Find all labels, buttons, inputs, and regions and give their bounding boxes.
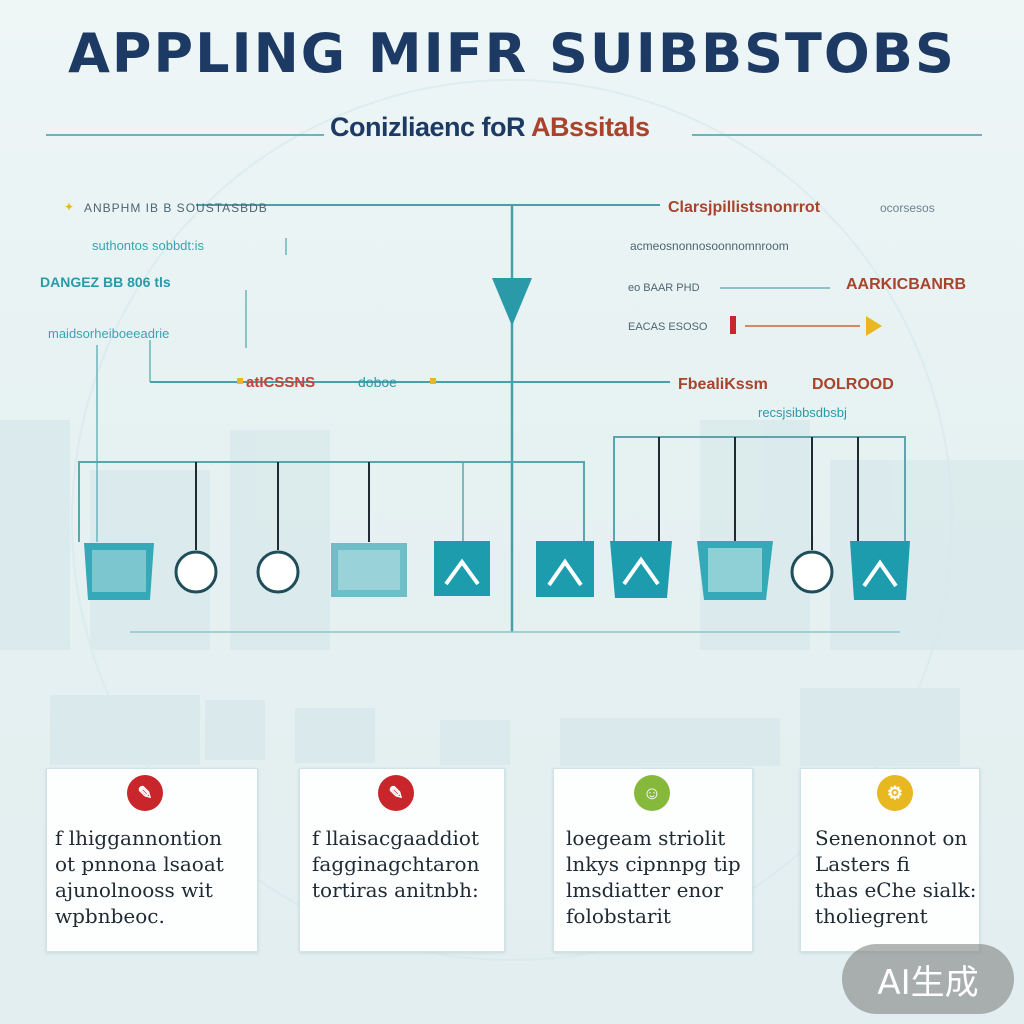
left-label-4: maidsorheiboeeadrie [48, 326, 169, 341]
info-card-3: ☺ loegeam striolit lnkys cipnnpg tip lms… [553, 768, 753, 952]
image-node-3 [697, 541, 773, 600]
center-label-red: atICSSNS [246, 374, 315, 391]
right-label-1: Clarsjpillistsnonrrot [668, 199, 821, 216]
person-icon: ☺ [634, 775, 670, 811]
left-label-2: suthontos sobbdt:is [92, 238, 205, 253]
subtitle: Conizliaenc foR ABssitals [330, 112, 650, 143]
watermark-badge: AI生成 [842, 944, 1014, 1014]
chevron-node-4 [850, 541, 910, 600]
gear-icon: ⚙ [877, 775, 913, 811]
info-card-2: ✎ f llaisacgaaddiot fagginagchtaron tort… [299, 768, 505, 952]
chevron-node-1 [434, 541, 490, 596]
card-text-3: loegeam striolit lnkys cipnnpg tip lmsdi… [566, 826, 741, 928]
alert-icon: ✎ [378, 775, 414, 811]
center-label-teal: doboe [358, 374, 397, 390]
circle-node-2 [256, 550, 300, 594]
info-card-1: ✎ f lhiggannontion ot pnnona lsaoat ajun… [46, 768, 258, 952]
right-label-5a: FbealiKssm [678, 376, 768, 393]
right-label-4: EACAS ESOSO [628, 321, 708, 333]
chevron-node-3 [610, 541, 672, 598]
image-node-1 [84, 543, 154, 600]
info-card-4: ⚙ Senenonnot on Lasters fi thas eChe sia… [800, 768, 980, 952]
right-label-3: AARKICBANRB [846, 276, 966, 293]
right-label-1-extra: ocorsesos [880, 201, 935, 215]
left-bracket [78, 461, 585, 542]
right-label-2: acmeosnonnosoonnomnroom [630, 239, 789, 253]
circle-node-3 [790, 550, 834, 594]
right-label-3-small: eo BAAR PHD [628, 282, 700, 294]
right-label-5b: DOLROOD [812, 376, 894, 393]
right-label-6: recsjsibbsdbsbj [758, 405, 847, 420]
subtitle-rule-right [692, 134, 982, 136]
circle-node-1 [174, 550, 218, 594]
left-label-1-marker: ✦ [64, 200, 74, 214]
card-text-1: f lhiggannontion ot pnnona lsaoat ajunol… [55, 826, 224, 928]
subtitle-rule-left [46, 134, 324, 136]
chevron-node-2 [536, 541, 594, 597]
left-label-3: DANGEZ BB 806 tls [40, 274, 171, 290]
alert-icon: ✎ [127, 775, 163, 811]
node-row [84, 541, 910, 600]
right-bracket [613, 436, 906, 542]
page-title: APPLING MIFR SUIBBSTOBS [68, 22, 956, 85]
left-label-1: ANBPHM IB B SOUSTASBDB [84, 201, 268, 215]
center-arrow [492, 278, 532, 326]
subtitle-accent: ABssitals [531, 112, 650, 142]
subtitle-main: Conizliaenc foR [330, 112, 532, 142]
card-text-4: Senenonnot on Lasters fi thas eChe sialk… [815, 826, 977, 928]
image-node-2 [331, 543, 407, 597]
card-text-2: f llaisacgaaddiot fagginagchtaron tortir… [312, 826, 480, 902]
